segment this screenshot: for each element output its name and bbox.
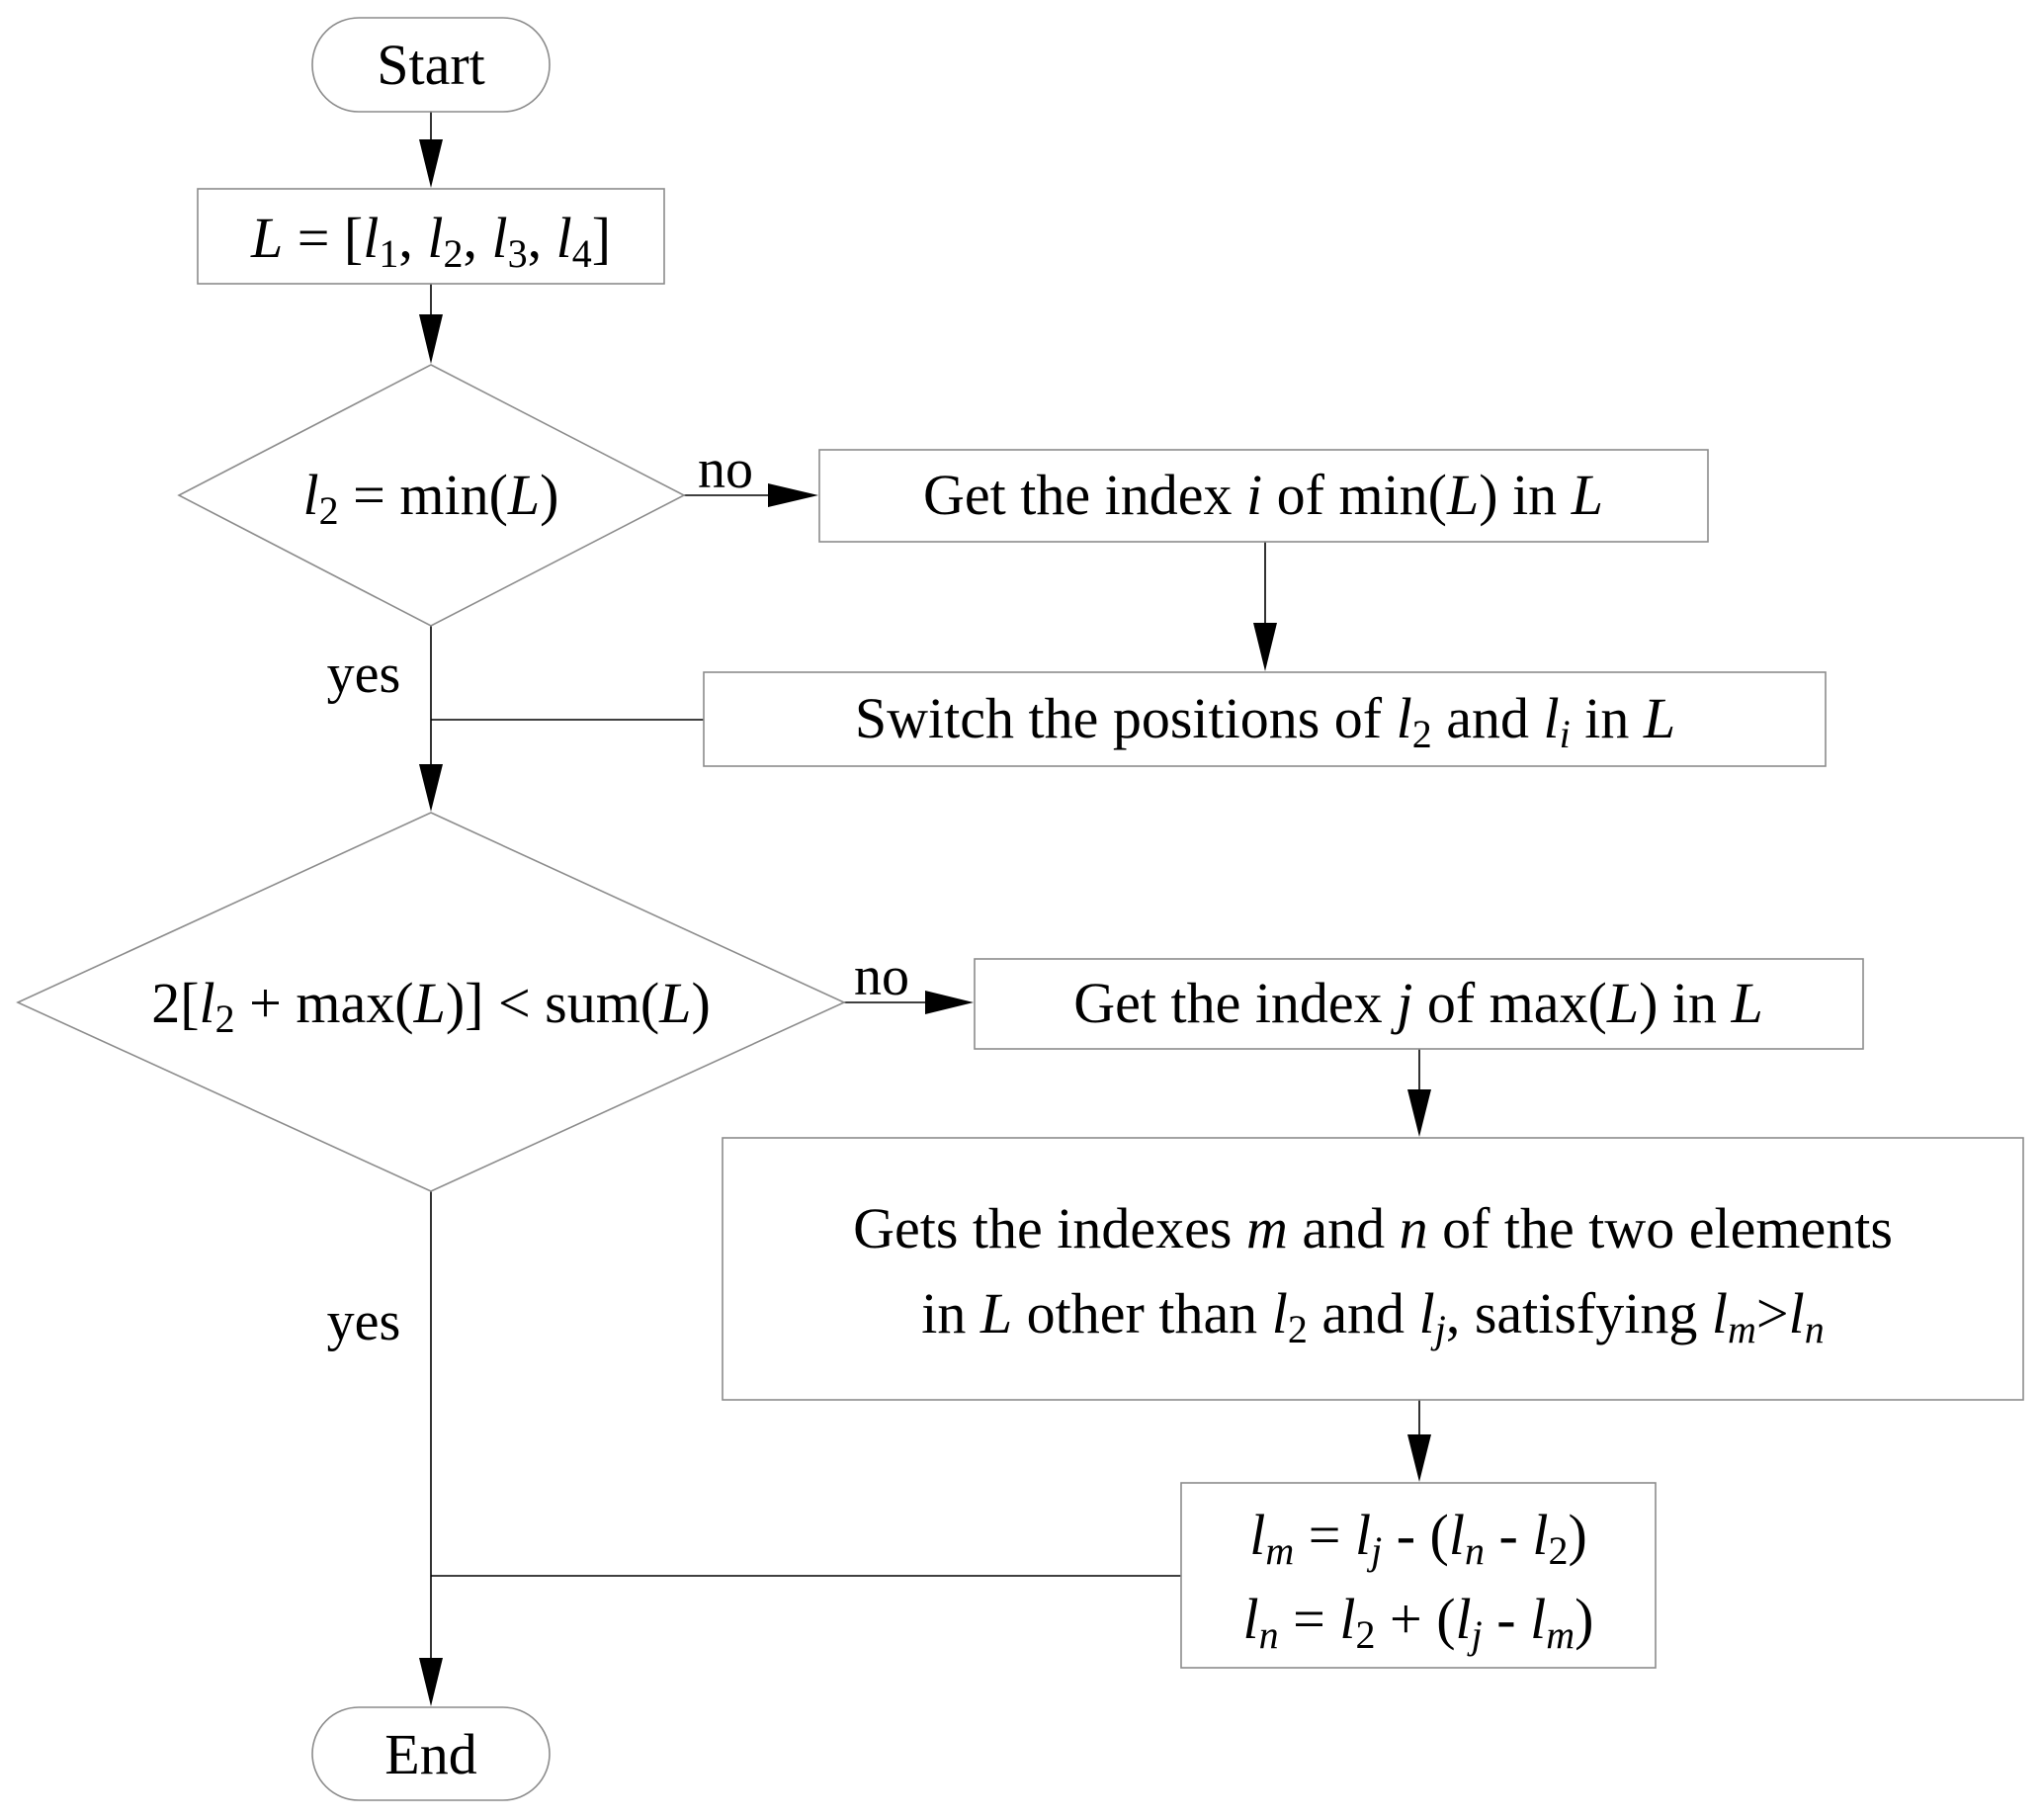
get-indexes-line1: Gets the indexes m and n of the two elem… xyxy=(853,1196,1893,1260)
end-terminal: End xyxy=(311,1706,551,1801)
get-index-i-text: Get the index i of min(L) in L xyxy=(923,463,1603,527)
get-index-j-box: Get the index j of max(L) in L xyxy=(974,958,1864,1050)
decision1-yes-label: yes xyxy=(327,644,401,705)
start-label: Start xyxy=(377,33,485,97)
get-index-i-box: Get the index i of min(L) in L xyxy=(818,449,1709,543)
arrow-head xyxy=(419,139,443,188)
decision1-no-label: no xyxy=(698,439,753,500)
update-formula-line2: ln = l2 + (lj - lm) xyxy=(1243,1587,1594,1657)
decision2-no-label: no xyxy=(854,946,909,1007)
decision1-diamond: l2 = min(L) no yes xyxy=(177,364,753,705)
decision2-yes-label: yes xyxy=(327,1291,401,1352)
arrow-head xyxy=(1253,623,1277,671)
arrow-head xyxy=(1407,1434,1431,1482)
end-label: End xyxy=(384,1722,476,1786)
arrow-head xyxy=(768,483,818,507)
decision2-condition: 2[l2 + max(L)] < sum(L) xyxy=(151,971,711,1041)
arrow-head xyxy=(925,991,974,1014)
decision2-diamond: 2[l2 + max(L)] < sum(L) no yes xyxy=(16,812,909,1352)
arrow-head xyxy=(419,1658,443,1706)
init-formula: L = [l1, l2, l3, l4] xyxy=(250,206,611,276)
get-index-j-text: Get the index j of max(L) in L xyxy=(1073,971,1763,1035)
connectors xyxy=(419,112,1431,1706)
get-indexes-mn-box: Gets the indexes m and n of the two elem… xyxy=(722,1137,2024,1401)
switch-positions-text: Switch the positions of l2 and li in L xyxy=(855,686,1675,756)
arrow-head xyxy=(1407,1089,1431,1137)
update-formula-line1: lm = lj - (ln - l2) xyxy=(1249,1503,1587,1573)
arrow-head xyxy=(419,314,443,364)
decision1-condition: l2 = min(L) xyxy=(303,463,559,533)
init-process-box: L = [l1, l2, l3, l4] xyxy=(197,188,665,285)
switch-positions-box: Switch the positions of l2 and li in L xyxy=(703,671,1827,767)
update-formulas-box: lm = lj - (ln - l2) ln = l2 + (lj - lm) xyxy=(1180,1482,1657,1669)
start-terminal: Start xyxy=(311,17,551,113)
get-indexes-line2: in L other than l2 and lj, satisfying lm… xyxy=(921,1281,1824,1351)
arrow-head xyxy=(419,764,443,812)
